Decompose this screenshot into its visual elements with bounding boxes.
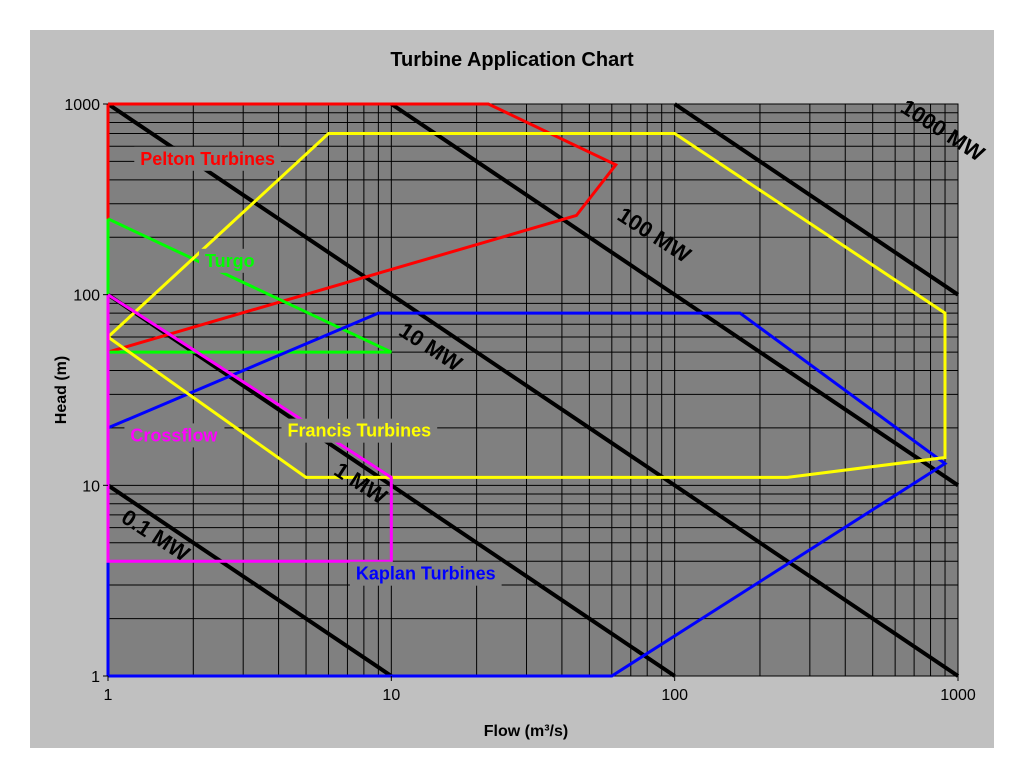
region-label-bg [281, 418, 438, 443]
x-tick-label: 1 [104, 687, 113, 704]
power-line [673, 102, 960, 297]
y-tick-label: 100 [73, 288, 100, 305]
region-label: Kaplan Turbines [356, 564, 496, 584]
region-label-bg [124, 423, 225, 448]
x-axis-title: Flow (m³/s) [484, 723, 568, 740]
power-line [106, 483, 393, 678]
power-line [106, 102, 960, 678]
x-tick-label: 1000 [940, 687, 976, 704]
region-label: Francis Turbines [287, 421, 431, 441]
y-tick-label: 10 [82, 478, 100, 495]
x-tick-label: 100 [661, 687, 688, 704]
region-outline [106, 132, 947, 479]
region-label-bg [349, 561, 502, 586]
y-tick-label: 1 [91, 669, 100, 686]
region-outline [106, 217, 392, 354]
y-axis-title: Head (m) [53, 356, 70, 424]
y-tick-label: 1000 [64, 97, 100, 114]
region-label-bg [134, 146, 281, 171]
x-tick-label: 10 [382, 687, 400, 704]
region-label: Turgo [205, 251, 255, 271]
region-label: Crossflow [130, 425, 218, 445]
power-line [390, 102, 960, 487]
region-outline [106, 293, 393, 563]
region-label-bg [199, 248, 261, 273]
region-label: Pelton Turbines [140, 149, 275, 169]
chart-title: Turbine Application Chart [390, 49, 634, 71]
